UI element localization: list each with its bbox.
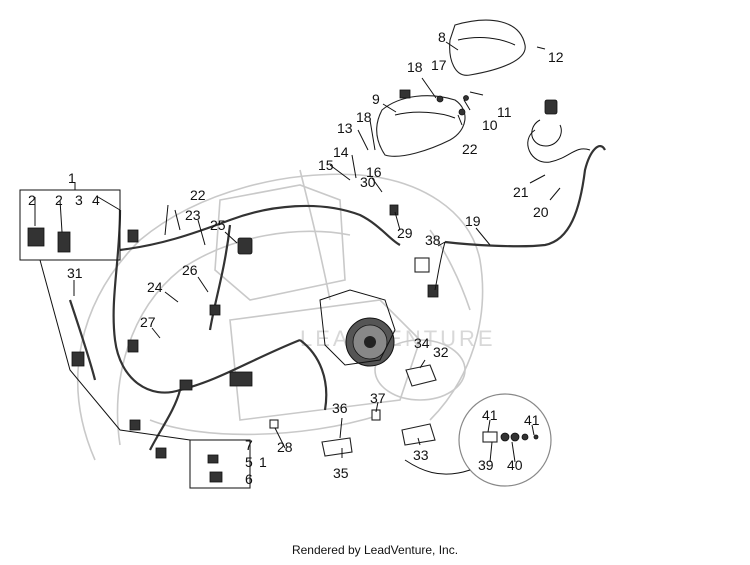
callout-13: 13 bbox=[337, 120, 353, 136]
credit-footer: Rendered by LeadVenture, Inc. bbox=[291, 543, 459, 557]
callout-36: 36 bbox=[332, 400, 348, 416]
connector-detail-box bbox=[19, 189, 251, 489]
callout-18a: 18 bbox=[407, 59, 423, 75]
callout-3: 3 bbox=[75, 192, 83, 208]
callout-25: 25 bbox=[210, 217, 226, 233]
part-10-11-fasteners bbox=[436, 95, 469, 116]
callout-19: 19 bbox=[465, 213, 481, 229]
callout-5: 5 bbox=[245, 454, 253, 470]
part-19-20-cable bbox=[427, 99, 606, 298]
inset-detail-39-41 bbox=[404, 393, 552, 487]
leader-lines bbox=[34, 41, 561, 463]
callout-17: 17 bbox=[431, 57, 447, 73]
callout-30: 30 bbox=[360, 174, 376, 190]
callout-29: 29 bbox=[397, 225, 413, 241]
callout-20: 20 bbox=[533, 204, 549, 220]
callout-24: 24 bbox=[147, 279, 163, 295]
callout-6: 6 bbox=[245, 471, 253, 487]
callout-26: 26 bbox=[182, 262, 198, 278]
callout-16: 16 bbox=[366, 164, 382, 180]
callout-23: 23 bbox=[185, 207, 201, 223]
callout-2b: 2 bbox=[55, 192, 63, 208]
callout-15: 15 bbox=[318, 157, 334, 173]
callout-32: 32 bbox=[433, 344, 449, 360]
callout-22b: 22 bbox=[462, 141, 478, 157]
callout-11: 11 bbox=[497, 104, 512, 120]
callout-22a: 22 bbox=[190, 187, 206, 203]
main-wiring-harness bbox=[68, 204, 401, 459]
callout-8: 8 bbox=[438, 29, 446, 45]
callout-1-top: 1 bbox=[68, 170, 76, 186]
callout-21: 21 bbox=[513, 184, 529, 200]
part-29-clip bbox=[389, 204, 399, 216]
callout-1-bottom: 1 bbox=[259, 454, 267, 470]
scooter-frame-outline bbox=[77, 169, 484, 461]
part-12-screw bbox=[536, 46, 546, 50]
callout-4: 4 bbox=[92, 192, 100, 208]
part-32-33-34-brackets bbox=[269, 364, 437, 457]
callout-35: 35 bbox=[333, 465, 349, 481]
callout-37: 37 bbox=[370, 390, 386, 406]
callout-numbers: 1 2 2 3 4 7 5 6 1 8 9 10 11 12 13 14 15 … bbox=[28, 29, 564, 487]
callout-41a: 41 bbox=[482, 407, 498, 423]
watermark-text: LEADVENTURE bbox=[300, 326, 496, 351]
callout-9: 9 bbox=[372, 91, 380, 107]
callout-12: 12 bbox=[548, 49, 564, 65]
callout-31: 31 bbox=[67, 265, 83, 281]
callout-10: 10 bbox=[482, 117, 498, 133]
callout-7: 7 bbox=[245, 437, 253, 453]
callout-34: 34 bbox=[414, 335, 430, 351]
part-9-housing bbox=[376, 89, 466, 157]
callout-41b: 41 bbox=[524, 412, 540, 428]
callout-18b: 18 bbox=[356, 109, 372, 125]
callout-39: 39 bbox=[478, 457, 494, 473]
part-38-relay bbox=[414, 257, 430, 273]
callout-14: 14 bbox=[333, 144, 349, 160]
callout-2a: 2 bbox=[28, 192, 36, 208]
callout-27: 27 bbox=[140, 314, 156, 330]
callout-38: 38 bbox=[425, 232, 441, 248]
callout-28: 28 bbox=[277, 439, 293, 455]
callout-40: 40 bbox=[507, 457, 523, 473]
engine-flywheel bbox=[319, 289, 396, 367]
part-8-cover bbox=[449, 19, 526, 76]
callout-33: 33 bbox=[413, 447, 429, 463]
